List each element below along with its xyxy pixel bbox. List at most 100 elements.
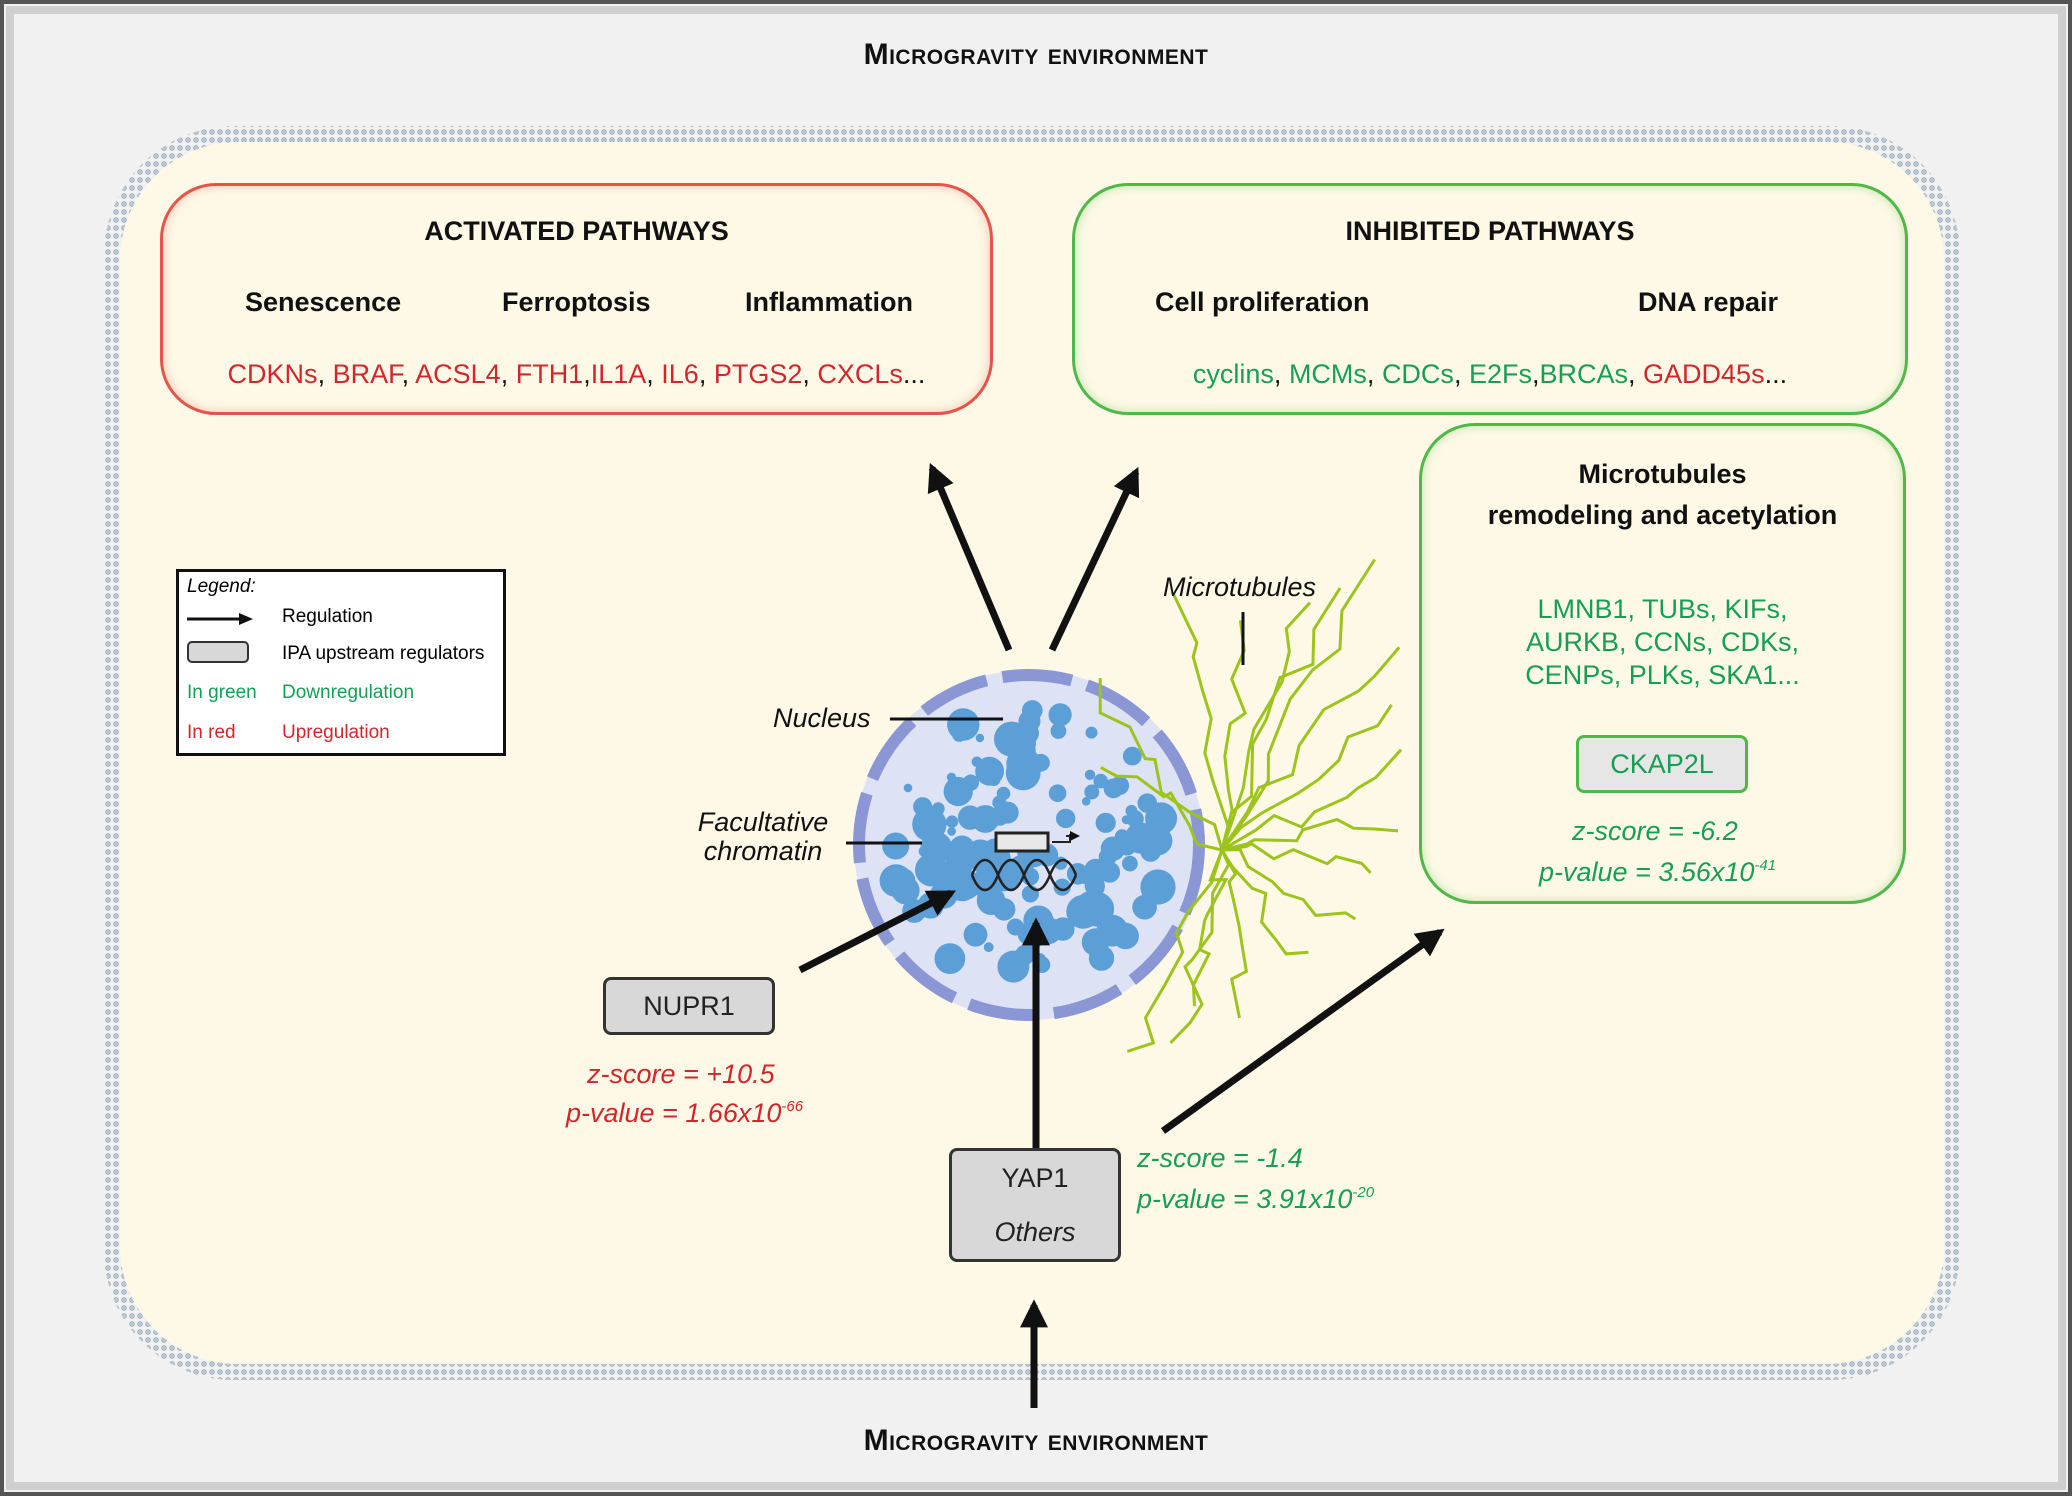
legend-ipa: IPA upstream regulators — [282, 643, 485, 664]
gene-separator: , — [1273, 359, 1289, 389]
microtubules-box-title-line1: Microtubules — [1578, 459, 1747, 489]
microtubule-fiber — [1221, 748, 1403, 852]
chromatin-dot — [934, 943, 966, 974]
chromatin-dot — [1122, 855, 1138, 872]
gene-box-icon — [994, 831, 1050, 853]
microtubule-fiber — [1191, 849, 1229, 1007]
dna-helix-icon — [970, 858, 1078, 892]
arrow-yap1-to-microtubules — [1160, 928, 1445, 1134]
chromatin-dot — [912, 807, 947, 842]
chromatin-dot — [915, 853, 948, 887]
gene-separator: , — [1366, 359, 1382, 389]
microtubule-fiber — [1221, 817, 1399, 852]
chromatin-dot — [1139, 902, 1155, 917]
legend-title: Legend: — [187, 576, 256, 597]
microtubule-fiber — [1221, 841, 1372, 874]
chromatin-dot — [891, 876, 920, 905]
microtubules-box: Microtubules remodeling and acetylation … — [1419, 423, 1906, 904]
chromatin-dot — [1095, 812, 1116, 833]
gene-separator: , — [802, 359, 818, 389]
chromatin-dot — [1084, 769, 1096, 780]
microtubule-fiber — [1220, 646, 1401, 851]
chromatin-dot — [1084, 784, 1100, 800]
chromatin-dot — [1048, 784, 1067, 802]
yap1-label: YAP1 — [1001, 1163, 1069, 1193]
nucleus-label: Nucleus — [773, 703, 871, 733]
chromatin-label-line1: Facultative — [697, 807, 829, 837]
chromatin-dot — [1066, 894, 1101, 929]
inhibited-gene-list: cyclins, MCMs, CDCs, E2Fs,BRCAs, GADD45s… — [1075, 359, 1905, 390]
chromatin-dot — [1053, 878, 1071, 896]
ckap2l-regulator-box: CKAP2L — [1576, 735, 1748, 793]
chromatin-dot — [983, 942, 994, 953]
pathway-inflammation: Inflammation — [745, 287, 914, 317]
chromatin-dot — [962, 774, 979, 791]
legend-regulator-swatch — [187, 641, 249, 663]
legend-arrow-icon — [187, 613, 253, 625]
microtubules-genes-line3: CENPs, PLKs, SKA1... — [1525, 660, 1800, 690]
chromatin-dot — [1048, 703, 1072, 727]
microtubule-fiber — [1220, 620, 1248, 851]
chromatin-dot — [1133, 842, 1145, 853]
yap1-regulator-box: YAP1 Others — [949, 1148, 1121, 1262]
gene-separator: , — [401, 359, 416, 389]
gene-separator: , — [1531, 359, 1540, 389]
gene-separator: ... — [1764, 359, 1788, 389]
microtubule-fiber — [1220, 849, 1249, 1019]
inhibited-title: INHIBITED PATHWAYS — [1345, 216, 1635, 246]
microtubule-fibers — [1098, 558, 1403, 1053]
chromatin-dot — [963, 922, 988, 947]
chromatin-dot — [945, 815, 959, 828]
chromatin-dot — [903, 783, 913, 793]
gene-separator: , — [500, 359, 516, 389]
pathway-dna-repair: DNA repair — [1638, 287, 1779, 317]
chromatin-dot — [1056, 808, 1076, 829]
microtubule-fiber — [1221, 848, 1357, 921]
nupr1-regulator-box: NUPR1 — [603, 977, 775, 1035]
microtubule-fiber — [1220, 558, 1376, 851]
inhibited-pathways-box: INHIBITED PATHWAYS Cell proliferation DN… — [1072, 183, 1908, 415]
chromatin-dot — [992, 898, 1016, 921]
chromatin-label-line2: chromatin — [703, 836, 823, 866]
chromatin-dot — [1015, 944, 1036, 965]
ckap2l-p-value: p-value = 3.56x10-41 — [1539, 857, 1777, 887]
arrow-nupr1-to-chromatin — [798, 889, 956, 974]
chromatin-dot — [947, 827, 956, 836]
chromatin-dot — [1143, 826, 1173, 856]
environment-bottom-label: Microgravity environment — [863, 1424, 1209, 1457]
chromatin-dot — [945, 845, 976, 876]
nupr1-p-value: p-value = 1.66x10-66 — [566, 1098, 804, 1128]
gene-name: IL1A — [590, 359, 647, 389]
chromatin-dot — [1013, 732, 1036, 755]
gene-separator: , — [1628, 359, 1644, 389]
pathway-senescence: Senescence — [245, 287, 402, 317]
chromatin-dot — [957, 805, 983, 830]
legend-green-value: Downregulation — [282, 682, 415, 703]
gene-name: E2Fs — [1468, 359, 1532, 389]
gene-separator: , — [698, 359, 714, 389]
gene-name: CXCLs — [817, 359, 903, 389]
gene-name: BRAF — [332, 359, 402, 389]
chromatin-dot — [996, 786, 1011, 801]
chromatin-dot — [1084, 891, 1096, 903]
activated-pathways-box: ACTIVATED PATHWAYS Senescence Ferroptosi… — [160, 183, 993, 415]
chromatin-dot — [1085, 726, 1098, 739]
arrow-to-inhibited — [1048, 466, 1140, 652]
yap1-p-value: p-value = 3.91x10-20 — [1137, 1184, 1375, 1214]
microtubule-fiber — [1099, 766, 1223, 852]
gene-separator: , — [583, 359, 591, 389]
legend-regulation: Regulation — [282, 606, 373, 627]
chromatin-dot — [1140, 869, 1176, 905]
gene-separator: , — [646, 359, 662, 389]
chromatin-dot — [1081, 797, 1091, 806]
gene-name: PTGS2 — [713, 359, 803, 389]
regulation-arrows — [798, 462, 1445, 1408]
legend-box: Legend: Regulation IPA upstream regulato… — [176, 569, 506, 756]
chromatin-dot — [882, 832, 910, 860]
gene-name: cyclins — [1192, 359, 1274, 389]
legend-green-key: In green — [187, 682, 257, 703]
gene-name: FTH1 — [515, 359, 584, 389]
yap1-sublabel: Others — [994, 1217, 1076, 1247]
chromatin-dot — [975, 756, 1004, 786]
